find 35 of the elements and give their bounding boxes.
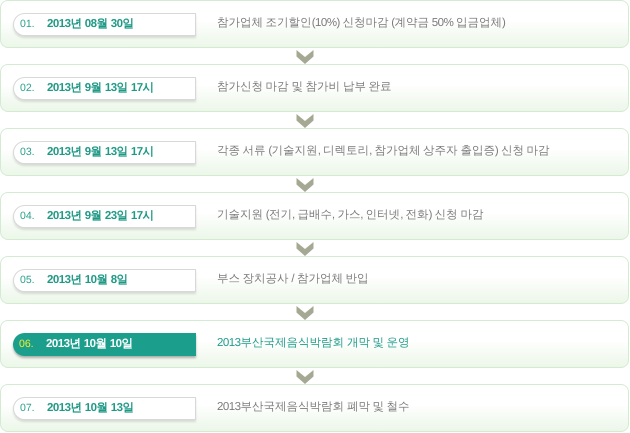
step-number: 02. <box>20 83 36 94</box>
step-card <box>0 320 629 368</box>
date-pill <box>13 77 196 100</box>
step-description: 참가신청 마감 및 참가비 납부 완료 <box>217 80 392 96</box>
step-card <box>0 64 629 112</box>
step-date: 2013년 10월 13일 <box>47 402 134 414</box>
step-description: 2013부산국제음식박람회 개막 및 운영 <box>217 336 410 352</box>
date-pill <box>13 333 196 356</box>
step-number: 04. <box>20 211 36 222</box>
step-description: 부스 장치공사 / 참가업체 반입 <box>217 272 368 288</box>
step-card <box>0 384 629 432</box>
step-date: 2013년 9월 13일 17시 <box>47 82 154 94</box>
step-description: 2013부산국제음식박람회 폐막 및 철수 <box>217 400 410 416</box>
step-card <box>0 256 629 304</box>
step-description: 기술지원 (전기, 급배수, 가스, 인터넷, 전화) 신청 마감 <box>217 208 484 224</box>
step-description: 참가업체 조기할인(10%) 신청마감 (계약금 50% 입금업체) <box>217 16 506 32</box>
step-date: 2013년 10월 8일 <box>47 274 128 286</box>
date-pill <box>13 205 196 228</box>
step-number: 01. <box>20 19 36 30</box>
step-number: 03. <box>20 147 36 158</box>
step-card <box>0 128 629 176</box>
date-pill <box>13 141 196 164</box>
step-date: 2013년 08월 30일 <box>47 18 134 30</box>
date-pill <box>13 13 196 36</box>
step-number: 07. <box>20 403 36 414</box>
date-pill <box>13 397 196 420</box>
step-number: 06. <box>19 339 35 350</box>
step-date: 2013년 9월 13일 17시 <box>47 146 154 158</box>
step-date: 2013년 10월 10일 <box>46 338 134 350</box>
step-card <box>0 0 629 48</box>
step-description: 각종 서류 (기술지원, 디렉토리, 참가업체 상주자 출입증) 신청 마감 <box>217 144 550 160</box>
step-number: 05. <box>20 275 36 286</box>
date-pill <box>13 269 196 292</box>
step-date: 2013년 9월 23일 17시 <box>47 210 154 222</box>
step-card <box>0 192 629 240</box>
